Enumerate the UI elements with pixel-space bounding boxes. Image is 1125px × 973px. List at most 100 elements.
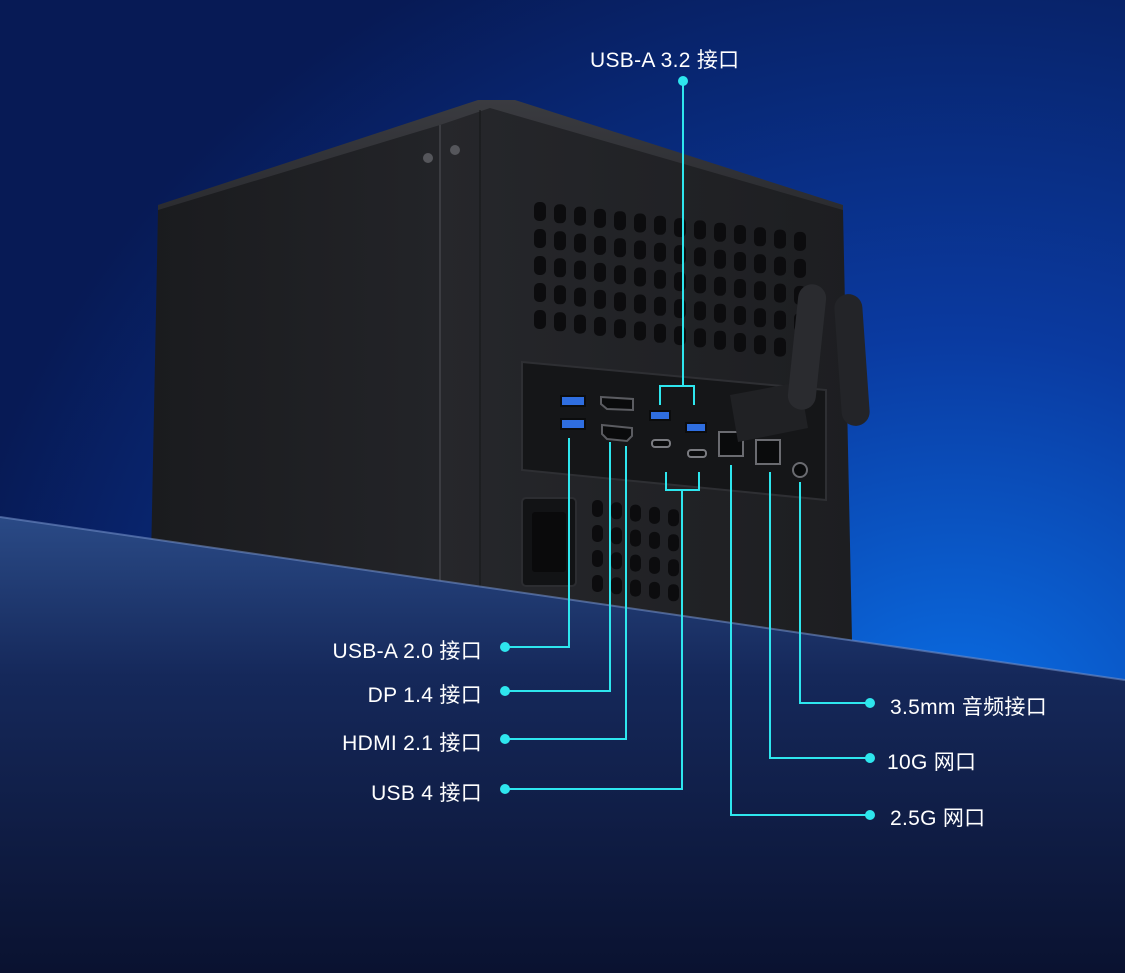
vent-hole (634, 240, 646, 260)
vent-hole (554, 312, 566, 332)
vent-hole (654, 215, 666, 235)
callout-dot (865, 810, 875, 820)
vent-hole (649, 506, 660, 524)
vent-hole (594, 208, 606, 228)
vent-hole (574, 314, 586, 334)
vent-hole (654, 323, 666, 343)
callout-dot (865, 698, 875, 708)
vent-hole (554, 258, 566, 278)
vent-hole (614, 211, 626, 231)
vent-hole (754, 281, 766, 301)
dp-port (600, 395, 634, 412)
callout-lines (505, 82, 869, 816)
wifi-antenna (730, 284, 870, 442)
vent-hole (614, 292, 626, 312)
vent-hole (774, 310, 786, 330)
vent-hole (754, 335, 766, 355)
vent-hole (634, 294, 646, 314)
usb4-port (651, 439, 671, 448)
vent-hole (594, 262, 606, 282)
callout-dot (865, 753, 875, 763)
vent-hole (714, 276, 726, 296)
vent-hole (674, 299, 686, 319)
mini-pc-device (150, 100, 870, 640)
vent-hole (674, 326, 686, 346)
vent-hole (668, 509, 679, 527)
vent-hole (611, 527, 622, 545)
vent-hole (794, 258, 806, 278)
vent-hole (714, 330, 726, 350)
vent-hole (734, 306, 746, 325)
vent-hole (594, 235, 606, 255)
vent-hole (574, 206, 586, 226)
vent-hole (611, 577, 622, 595)
screw-icon (450, 145, 460, 155)
vent-hole (592, 550, 603, 567)
vent-hole (714, 249, 726, 269)
vent-hole (534, 229, 546, 248)
callout-dp-1-4: DP 1.4 接口 (367, 684, 482, 707)
screw-icon (423, 153, 433, 163)
vent-hole (774, 229, 786, 249)
vent-hole (574, 260, 586, 280)
usb4-port (687, 449, 707, 458)
vent-hole (634, 321, 646, 341)
usb-a-2-port (560, 418, 586, 430)
vent-hole (694, 328, 706, 348)
vent-hole (714, 222, 726, 242)
vent-hole (674, 218, 686, 238)
vent-hole (614, 238, 626, 258)
vent-hole (574, 287, 586, 307)
vent-hole (534, 310, 546, 329)
vent-hole (734, 279, 746, 298)
vent-hole (654, 269, 666, 289)
callout-audio-3-5mm: 3.5mm 音频接口 (890, 696, 1048, 719)
callout-hdmi-2-1: HDMI 2.1 接口 (342, 732, 482, 755)
vent-hole (630, 504, 641, 522)
vent-hole (649, 556, 660, 574)
vent-hole (694, 220, 706, 240)
vent-hole (754, 308, 766, 328)
vent-hole (674, 272, 686, 292)
vent-hole (714, 303, 726, 323)
vent-hole (554, 231, 566, 251)
callout-dots (500, 76, 875, 820)
vent-hole (594, 289, 606, 309)
vent-hole (774, 256, 786, 276)
vent-hole (634, 267, 646, 287)
vent-hole (668, 534, 679, 552)
callout-lan-2-5g: 2.5G 网口 (890, 807, 986, 830)
hdmi-port (601, 423, 633, 443)
vent-hole (611, 552, 622, 570)
vent-hole (754, 227, 766, 247)
vent-hole (630, 554, 641, 572)
vent-hole (774, 337, 786, 357)
vent-grille (592, 500, 679, 602)
callout-lan-10g: 10G 网口 (887, 751, 977, 774)
usb-a-3-port (649, 410, 671, 421)
vent-hole (694, 247, 706, 267)
vent-hole (534, 256, 546, 275)
vent-hole (592, 500, 603, 517)
vent-hole (634, 213, 646, 233)
vent-hole (668, 584, 679, 602)
vent-hole (794, 231, 806, 251)
vent-hole (649, 531, 660, 549)
vent-hole (611, 502, 622, 520)
vent-hole (592, 575, 603, 592)
callout-dot (500, 734, 510, 744)
vent-hole (654, 242, 666, 262)
callout-dot (500, 642, 510, 652)
vent-hole (630, 579, 641, 597)
vent-hole (614, 319, 626, 339)
vent-hole (668, 559, 679, 577)
vent-hole (754, 254, 766, 274)
callout-usb-a-3-2: USB-A 3.2 接口 (590, 49, 740, 72)
lan-10g-port (755, 439, 781, 465)
vent-hole (734, 333, 746, 352)
usb-a-2-port (560, 395, 586, 407)
vent-hole (592, 525, 603, 542)
vent-hole (774, 283, 786, 303)
vent-hole (554, 204, 566, 224)
